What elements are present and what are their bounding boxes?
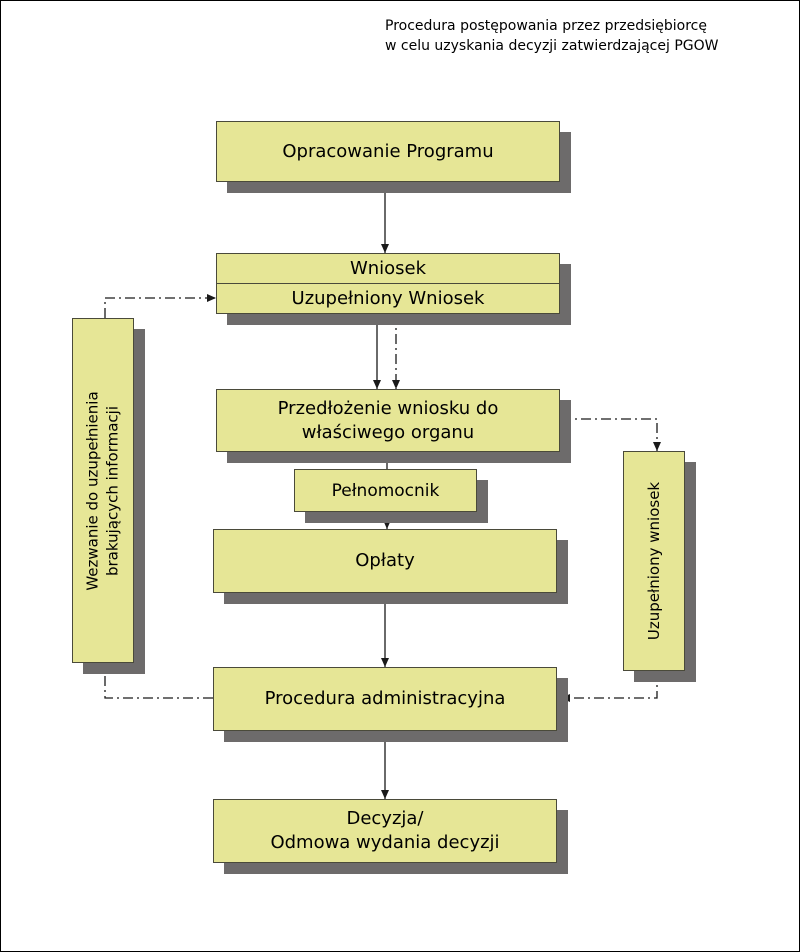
node-wniosek: Wniosek xyxy=(217,254,559,283)
arrow-procedura-to-wezwanie xyxy=(101,663,213,699)
arrow-wezwanie-to-wniosek xyxy=(104,294,216,318)
node-przedlozenie-wniosku: Przedłożenie wniosku do właściwego organ… xyxy=(216,389,560,452)
node-oplaty: Opłaty xyxy=(213,529,557,593)
node-wniosek-label: Wniosek xyxy=(349,257,427,279)
arrow-przedlozenie-to-uzupelniony-side xyxy=(561,418,661,451)
node-procedura-label: Procedura administracyjna xyxy=(264,688,506,709)
node-oplaty-label: Opłaty xyxy=(355,550,415,571)
node-pelnomocnik-label: Pełnomocnik xyxy=(331,480,440,501)
node-przedlozenie-line-2: właściwego organu xyxy=(301,421,475,443)
node-procedura-administracyjna: Procedura administracyjna xyxy=(213,667,557,731)
title-line-1: Procedura postępowania przez przedsiębio… xyxy=(385,18,707,34)
node-wezwanie: Wezwanie do uzupełnienia brakujących inf… xyxy=(72,318,134,663)
node-decyzja-line-2: Odmowa wydania decyzji xyxy=(270,832,500,853)
title-line-2: w celu uzyskania decyzji zatwierdzającej… xyxy=(385,38,719,54)
node-decyzja: Decyzja/ Odmowa wydania decyzji xyxy=(213,799,557,863)
node-wezwanie-line-1: Wezwanie do uzupełnienia xyxy=(84,390,103,591)
node-opracowanie-programu: Opracowanie Programu xyxy=(216,121,560,182)
node-uzupelniony-wniosek: Uzupełniony Wniosek xyxy=(217,283,559,313)
node-przedlozenie-line-1: Przedłożenie wniosku do xyxy=(277,397,499,419)
node-uzupelniony-wniosek-label: Uzupełniony Wniosek xyxy=(291,287,485,309)
node-wezwanie-line-2: brakujących informacji xyxy=(104,405,123,576)
node-decyzja-line-1: Decyzja/ xyxy=(346,808,424,829)
node-wniosek-group: Wniosek Uzupełniony Wniosek xyxy=(216,253,560,314)
node-pelnomocnik: Pełnomocnik xyxy=(294,469,477,512)
node-uzupelniony-wniosek-side: Uzupełniony wniosek xyxy=(623,451,685,671)
node-opracowanie-label: Opracowanie Programu xyxy=(282,140,494,162)
diagram-title: Procedura postępowania przez przedsiębio… xyxy=(385,16,718,56)
node-uzupelniony-side-label: Uzupełniony wniosek xyxy=(645,481,664,641)
arrow-uzupelniony-side-to-procedura xyxy=(561,671,658,702)
